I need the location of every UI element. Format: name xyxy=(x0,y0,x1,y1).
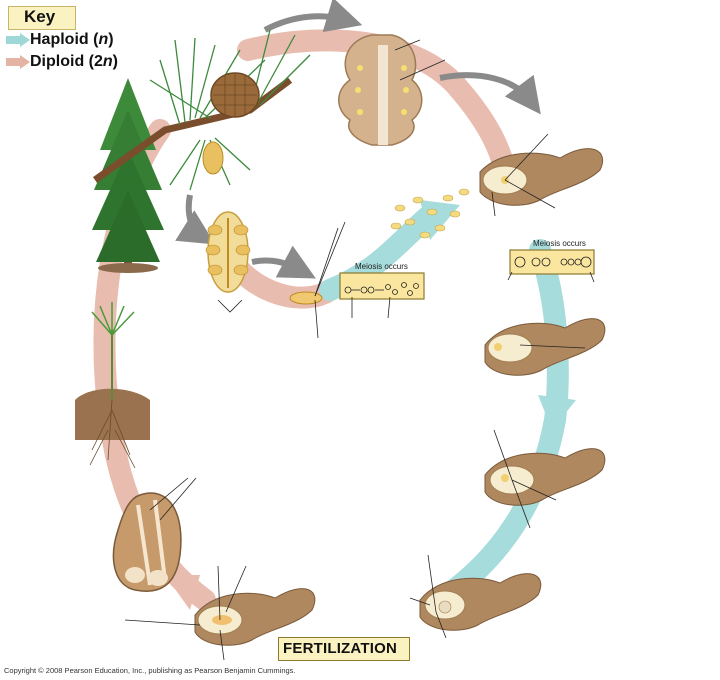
ovule-stage-2 xyxy=(484,318,606,376)
ovule-fertilized xyxy=(124,565,316,661)
key-diploid-sym: n xyxy=(102,53,113,70)
microsporangium xyxy=(289,221,346,339)
key-haploid-sym: n xyxy=(98,31,109,48)
haploid-swatch-arrow xyxy=(6,33,30,47)
meiosis-label-2: Meiosis occurs xyxy=(533,239,586,248)
key-haploid-close: ) xyxy=(108,31,114,48)
ovule-stage-3 xyxy=(484,429,606,529)
key-haploid: Haploid (n) xyxy=(30,31,114,49)
key-box xyxy=(8,6,76,30)
ovule-stage-1 xyxy=(479,133,603,217)
pine-branch-illustration xyxy=(92,29,311,191)
key-diploid-close: ) xyxy=(112,53,118,70)
seed-illustration xyxy=(112,477,197,592)
meiosis-box-1 xyxy=(339,272,425,319)
ovule-stage-4 xyxy=(409,554,542,639)
pine-tree-illustration xyxy=(92,78,164,273)
haploid-arrowhead-2 xyxy=(538,395,576,430)
meiosis-box-2 xyxy=(507,249,595,283)
gray-arrows xyxy=(175,0,541,279)
pollen-cone-section xyxy=(205,211,251,313)
fertilization-label: FERTILIZATION xyxy=(283,640,397,657)
key-diploid-word: Diploid (2 xyxy=(30,53,103,70)
fertilization-box xyxy=(278,637,410,661)
key-haploid-word: Haploid ( xyxy=(30,31,99,48)
diploid-arrowhead xyxy=(165,575,200,610)
ovulate-cone-section xyxy=(338,34,446,146)
meiosis-label-1: Meiosis occurs xyxy=(355,262,408,271)
key-diploid: Diploid (2n) xyxy=(30,53,118,71)
diploid-swatch-arrow xyxy=(6,55,30,69)
pollen-grains xyxy=(390,188,470,239)
seedling-illustration xyxy=(75,302,150,469)
key-title: Key xyxy=(24,7,56,26)
copyright-text: Copyright © 2008 Pearson Education, Inc.… xyxy=(4,666,296,675)
